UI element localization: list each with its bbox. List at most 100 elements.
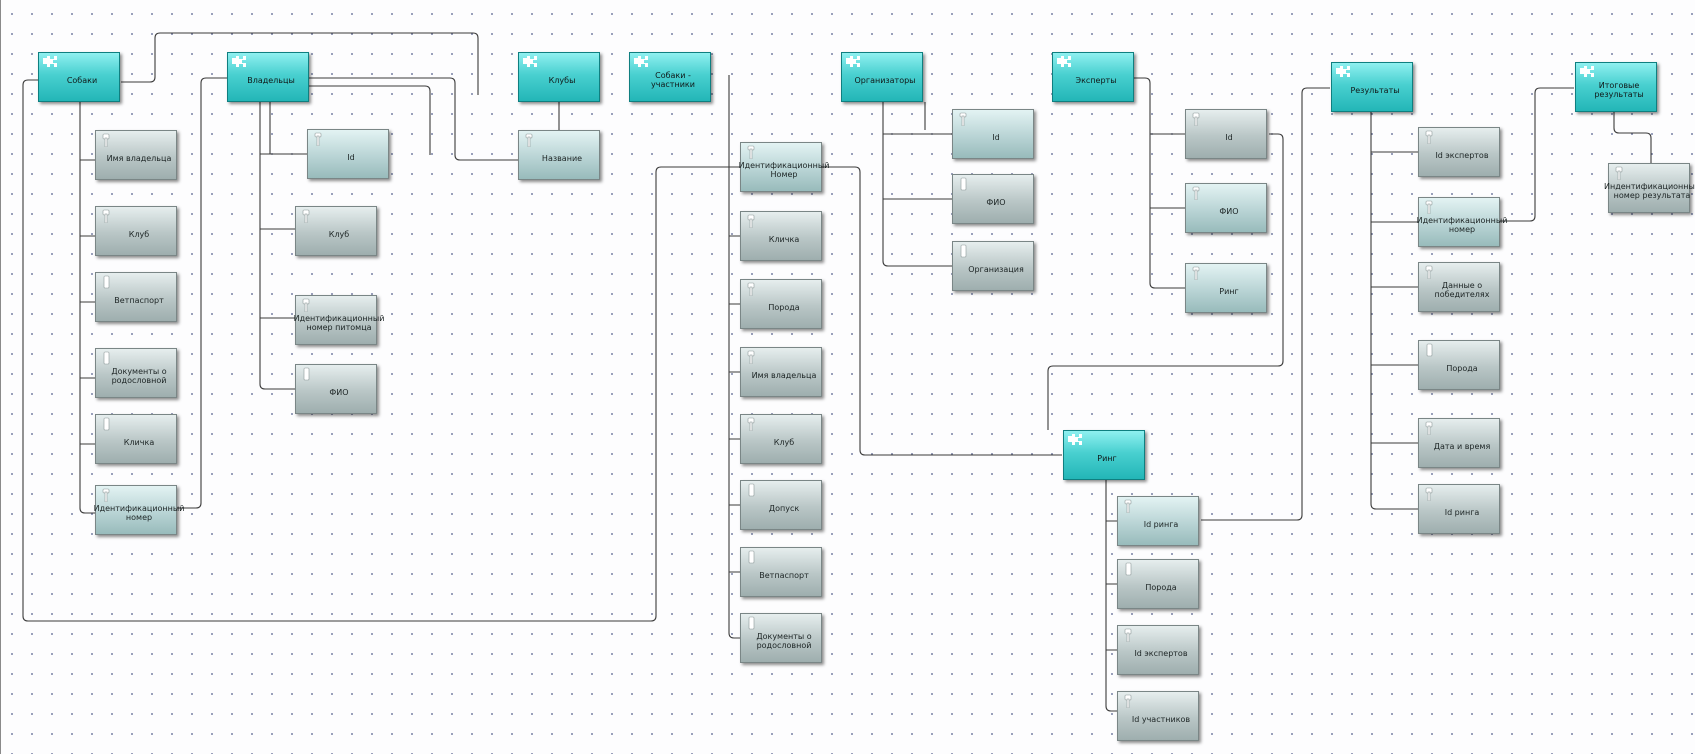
attribute-label: Id экспертов [1435, 150, 1489, 160]
entity-owners[interactable]: Владельцы [227, 52, 309, 102]
attribute-label: Название [541, 153, 583, 163]
attribute-label: Индентификационный номер результата [1603, 182, 1695, 200]
attribute-label: Клуб [128, 229, 150, 239]
attribute-label: Кличка [768, 234, 800, 244]
attribute-results-experts-id[interactable]: Id экспертов [1418, 127, 1500, 177]
line-ring-branches [1106, 520, 1117, 651]
key-icon [1124, 694, 1132, 708]
line-owners-trunk [259, 102, 295, 390]
attribute-owners-club[interactable]: Клуб [295, 206, 377, 256]
entity-participants[interactable]: Собаки - участники [629, 52, 711, 102]
line-owners-to-clubname [308, 77, 520, 161]
entity-results[interactable]: Результаты [1331, 62, 1413, 112]
attribute-dogs-pedigree[interactable]: Документы о родословной [95, 348, 177, 398]
line-dogsid-to-owners [176, 77, 227, 509]
key-icon [747, 350, 755, 364]
entity-label: Владельцы [247, 75, 295, 85]
entity-ring[interactable]: Ринг [1063, 430, 1145, 480]
attribute-label: Ветпаспорт [114, 295, 164, 305]
line-results-trunk [1370, 112, 1418, 510]
attribute-results-id-number[interactable]: Идентификационный номер [1417, 197, 1507, 247]
attribute-label: Id [992, 132, 1000, 142]
line-dogs-to-participants-top [121, 32, 479, 95]
key-icon [302, 209, 310, 223]
attribute-dogs-id-number[interactable]: Идентификационный номер [94, 485, 184, 535]
column-icon [303, 367, 310, 381]
attribute-participants-pedigree[interactable]: Документы о родословной [740, 613, 822, 663]
attribute-participants-id-number[interactable]: Идентификационный Номер [739, 142, 829, 192]
primary-key-icon [314, 132, 322, 146]
key-icon [1425, 421, 1433, 435]
primary-key-icon [747, 145, 755, 159]
attribute-organizers-id[interactable]: Id [952, 109, 1034, 159]
attribute-results-datetime[interactable]: Дата и время [1418, 418, 1500, 468]
attribute-owners-pet-id[interactable]: Идентификационный номер питомца [294, 295, 384, 345]
key-icon [1425, 487, 1433, 501]
attribute-label: Ринг [1219, 286, 1239, 296]
key-icon [302, 298, 310, 312]
attribute-ring-experts-id[interactable]: Id экспертов [1117, 625, 1199, 675]
attribute-label: Идентификационный номер [93, 504, 185, 522]
attribute-dogs-club[interactable]: Клуб [95, 206, 177, 256]
canvas-left-border [0, 0, 1, 754]
attribute-experts-id[interactable]: Id [1185, 109, 1267, 159]
attribute-experts-ring[interactable]: Ринг [1185, 263, 1267, 313]
column-icon [960, 244, 967, 258]
key-icon [102, 209, 110, 223]
attribute-dogs-owner-name[interactable]: Имя владельца [95, 130, 177, 180]
attribute-participants-vetpassport[interactable]: Ветпаспорт [740, 547, 822, 597]
key-icon [747, 417, 755, 431]
entity-label: Ринг [1097, 453, 1117, 463]
attribute-owners-id[interactable]: Id [307, 129, 389, 179]
column-icon [748, 550, 755, 564]
entity-final-results[interactable]: Итоговые результаты [1575, 62, 1657, 112]
attribute-label: Имя владельца [751, 370, 817, 380]
attribute-participants-owner-name[interactable]: Имя владельца [740, 347, 822, 397]
line-dogs-trunk [79, 102, 95, 514]
attribute-label: Id ринга [1143, 519, 1179, 529]
attribute-clubs-name[interactable]: Название [518, 130, 600, 180]
attribute-label: Имя владельца [106, 153, 172, 163]
line-organizers-trunk [882, 102, 952, 267]
attribute-participants-breed[interactable]: Порода [740, 279, 822, 329]
key-icon [1124, 628, 1132, 642]
entity-icon [43, 56, 57, 67]
attribute-participants-admission[interactable]: Допуск [740, 480, 822, 530]
attribute-label: ФИО [329, 387, 349, 397]
attribute-owners-fio[interactable]: ФИО [295, 364, 377, 414]
attribute-label: ФИО [986, 197, 1006, 207]
attribute-organizers-fio[interactable]: ФИО [952, 174, 1034, 224]
line-participantsid-to-ring [820, 166, 1062, 456]
attribute-experts-fio[interactable]: ФИО [1185, 183, 1267, 233]
attribute-dogs-nickname[interactable]: Кличка [95, 414, 177, 464]
entity-icon [232, 56, 246, 67]
attribute-final-result-id[interactable]: Индентификационный номер результата [1604, 163, 1695, 213]
attribute-organizers-organization[interactable]: Организация [952, 241, 1034, 291]
key-icon [1425, 130, 1433, 144]
primary-key-icon [1192, 186, 1200, 200]
attribute-participants-club[interactable]: Клуб [740, 414, 822, 464]
entity-label: Итоговые результаты [1594, 81, 1644, 99]
attribute-label: Идентификационный номер питомца [293, 314, 385, 332]
key-icon [747, 282, 755, 296]
attribute-participants-nickname[interactable]: Кличка [740, 211, 822, 261]
key-icon [747, 214, 755, 228]
line-expertsid-to-ring [1047, 133, 1284, 430]
attribute-results-breed[interactable]: Порода [1418, 340, 1500, 390]
attribute-ring-id[interactable]: Id ринга [1117, 496, 1199, 546]
attribute-ring-participants-id[interactable]: Id участников [1117, 691, 1199, 741]
attribute-results-ring-id[interactable]: Id ринга [1418, 484, 1500, 534]
primary-key-icon [1124, 499, 1132, 513]
line-dogs-branches [80, 159, 95, 445]
entity-icon [634, 56, 648, 67]
entity-dogs[interactable]: Собаки [38, 52, 120, 102]
attribute-label: Порода [1446, 363, 1478, 373]
attribute-dogs-vetpassport[interactable]: Ветпаспорт [95, 272, 177, 322]
column-icon [1125, 562, 1132, 576]
attribute-ring-breed[interactable]: Порода [1117, 559, 1199, 609]
attribute-results-winners[interactable]: Данные о победителях [1418, 262, 1500, 312]
entity-organizers[interactable]: Организаторы [841, 52, 923, 102]
entity-clubs[interactable]: Клубы [518, 52, 600, 102]
entity-experts[interactable]: Эксперты [1052, 52, 1134, 102]
